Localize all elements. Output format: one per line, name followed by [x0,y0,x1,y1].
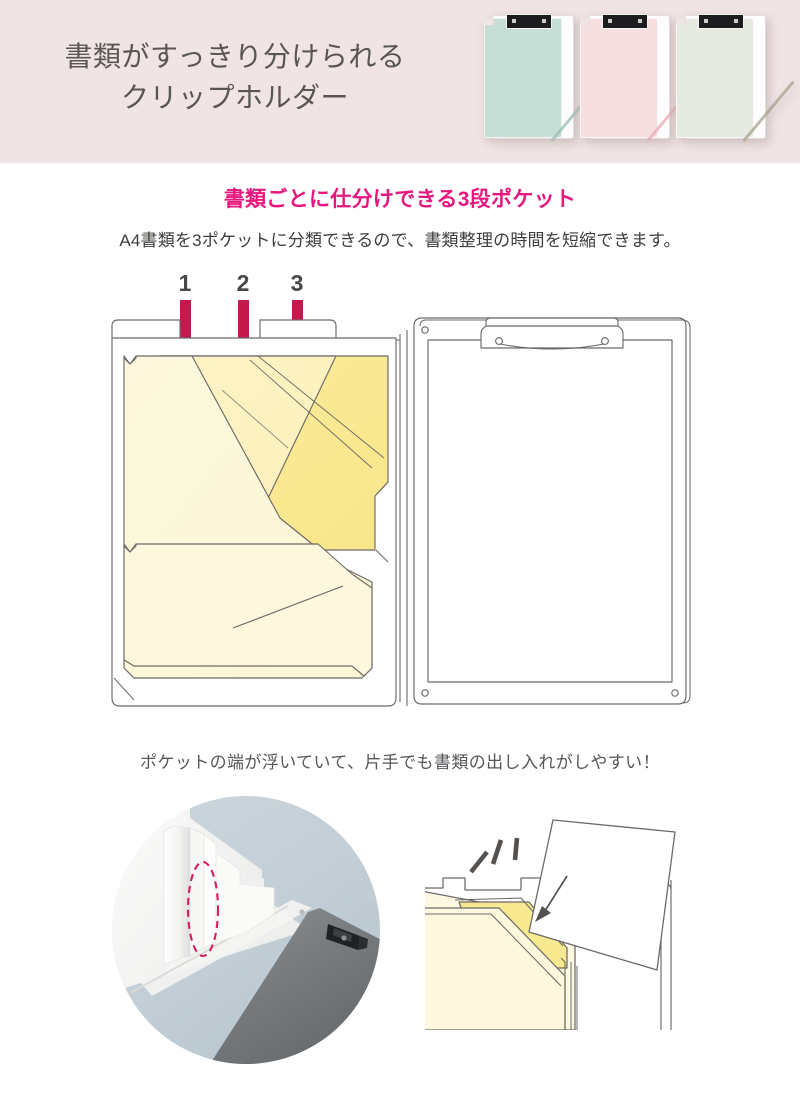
clipboard-open-diagram [111,317,691,707]
metal-clip-icon [602,14,648,29]
pockets-section-heading: 書類ごとに仕分けできる3段ポケット [223,188,577,211]
pocket-edge-closeup-photo [112,796,380,1064]
product-variant-thumbnails [484,12,794,144]
highlight-ellipse [186,860,220,958]
product-variant-mint-green[interactable] [484,12,602,142]
metal-clip-icon [698,14,744,29]
metal-clip-icon [506,14,552,29]
product-variant-ivory-sage[interactable] [676,12,794,142]
product-variant-pink[interactable] [580,12,698,142]
inserting-document-illustration [425,819,676,1030]
pocket-marker-2-label: 2 [236,270,250,296]
elastic-strap [741,80,794,142]
edge-section-heading: ポケットの端が浮いていて、片手でも書類の出し入れがしやすい！ [140,753,660,772]
pockets-section-subtext: A4書類を3ポケットに分類できるので、書類整理の時間を短縮できます。 [119,231,681,250]
header-band: 書類がすっきり分けられる クリップホルダー [0,0,800,163]
page-title: 書類がすっきり分けられる クリップホルダー [64,41,406,114]
clipboard-front-cover [484,18,602,142]
clipboard-front-cover [676,18,794,142]
clipboard-front-cover [580,18,698,142]
pocket-marker-1-label: 1 [178,270,192,296]
pocket-marker-3-label: 3 [290,270,304,296]
